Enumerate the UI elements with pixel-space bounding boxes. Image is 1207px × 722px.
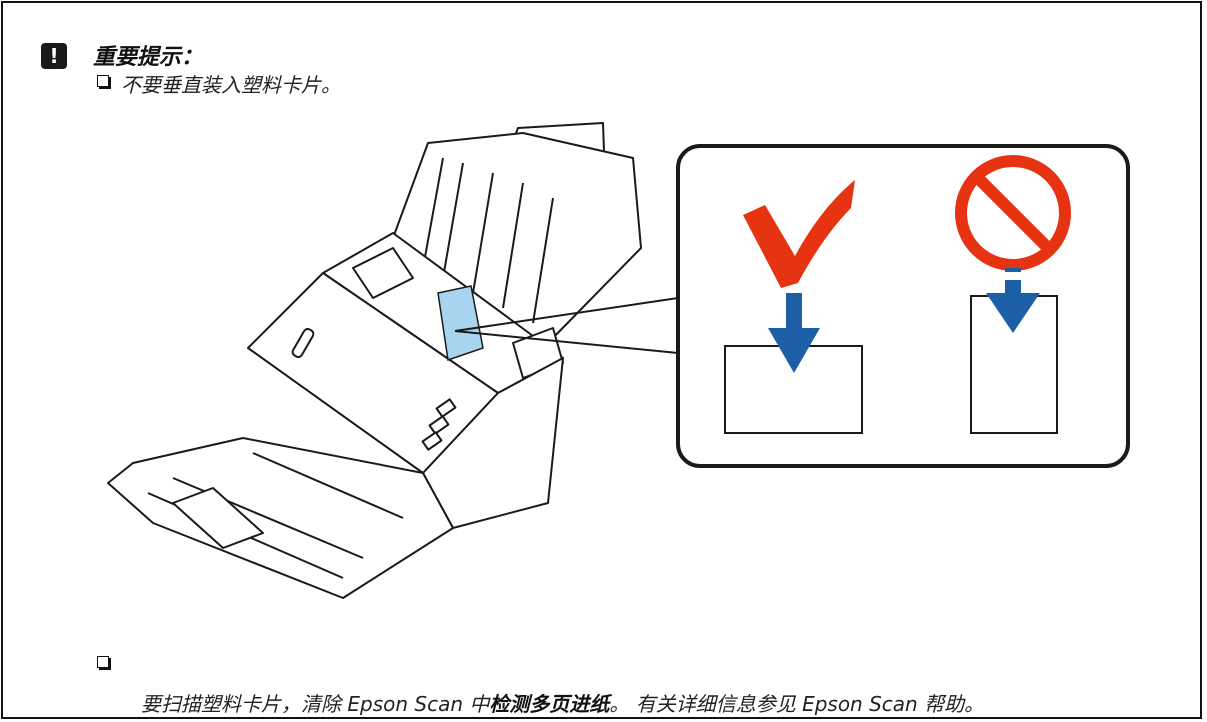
scanner-illustration — [107, 122, 1130, 599]
notice-title: 重要提示： — [93, 45, 204, 70]
notice-item-1: 不要垂直装入塑料卡片。 — [121, 73, 341, 97]
down-arrow-icon — [768, 293, 820, 373]
prohibited-icon — [955, 155, 1071, 271]
checkmark-icon — [743, 180, 855, 288]
notice-item-2-text-before: 要扫描塑料卡片，清除 Epson Scan 中 — [141, 692, 490, 716]
notice-item-2: 要扫描塑料卡片，清除 Epson Scan 中检测多页进纸。 有关详细信息参见 … — [141, 688, 984, 717]
notice-item-2-text-after: 。 有关详细信息参见 Epson Scan 帮助。 — [609, 692, 985, 716]
down-arrow-icon — [986, 268, 1040, 333]
setting-keyword: 检测多页进纸 — [489, 692, 610, 716]
scanner-drawing — [107, 122, 642, 599]
plastic-card — [437, 285, 484, 362]
bullet-checkbox-icon — [97, 75, 109, 87]
bullet-checkbox-icon — [97, 656, 109, 668]
exclamation-icon: ! — [41, 43, 67, 69]
